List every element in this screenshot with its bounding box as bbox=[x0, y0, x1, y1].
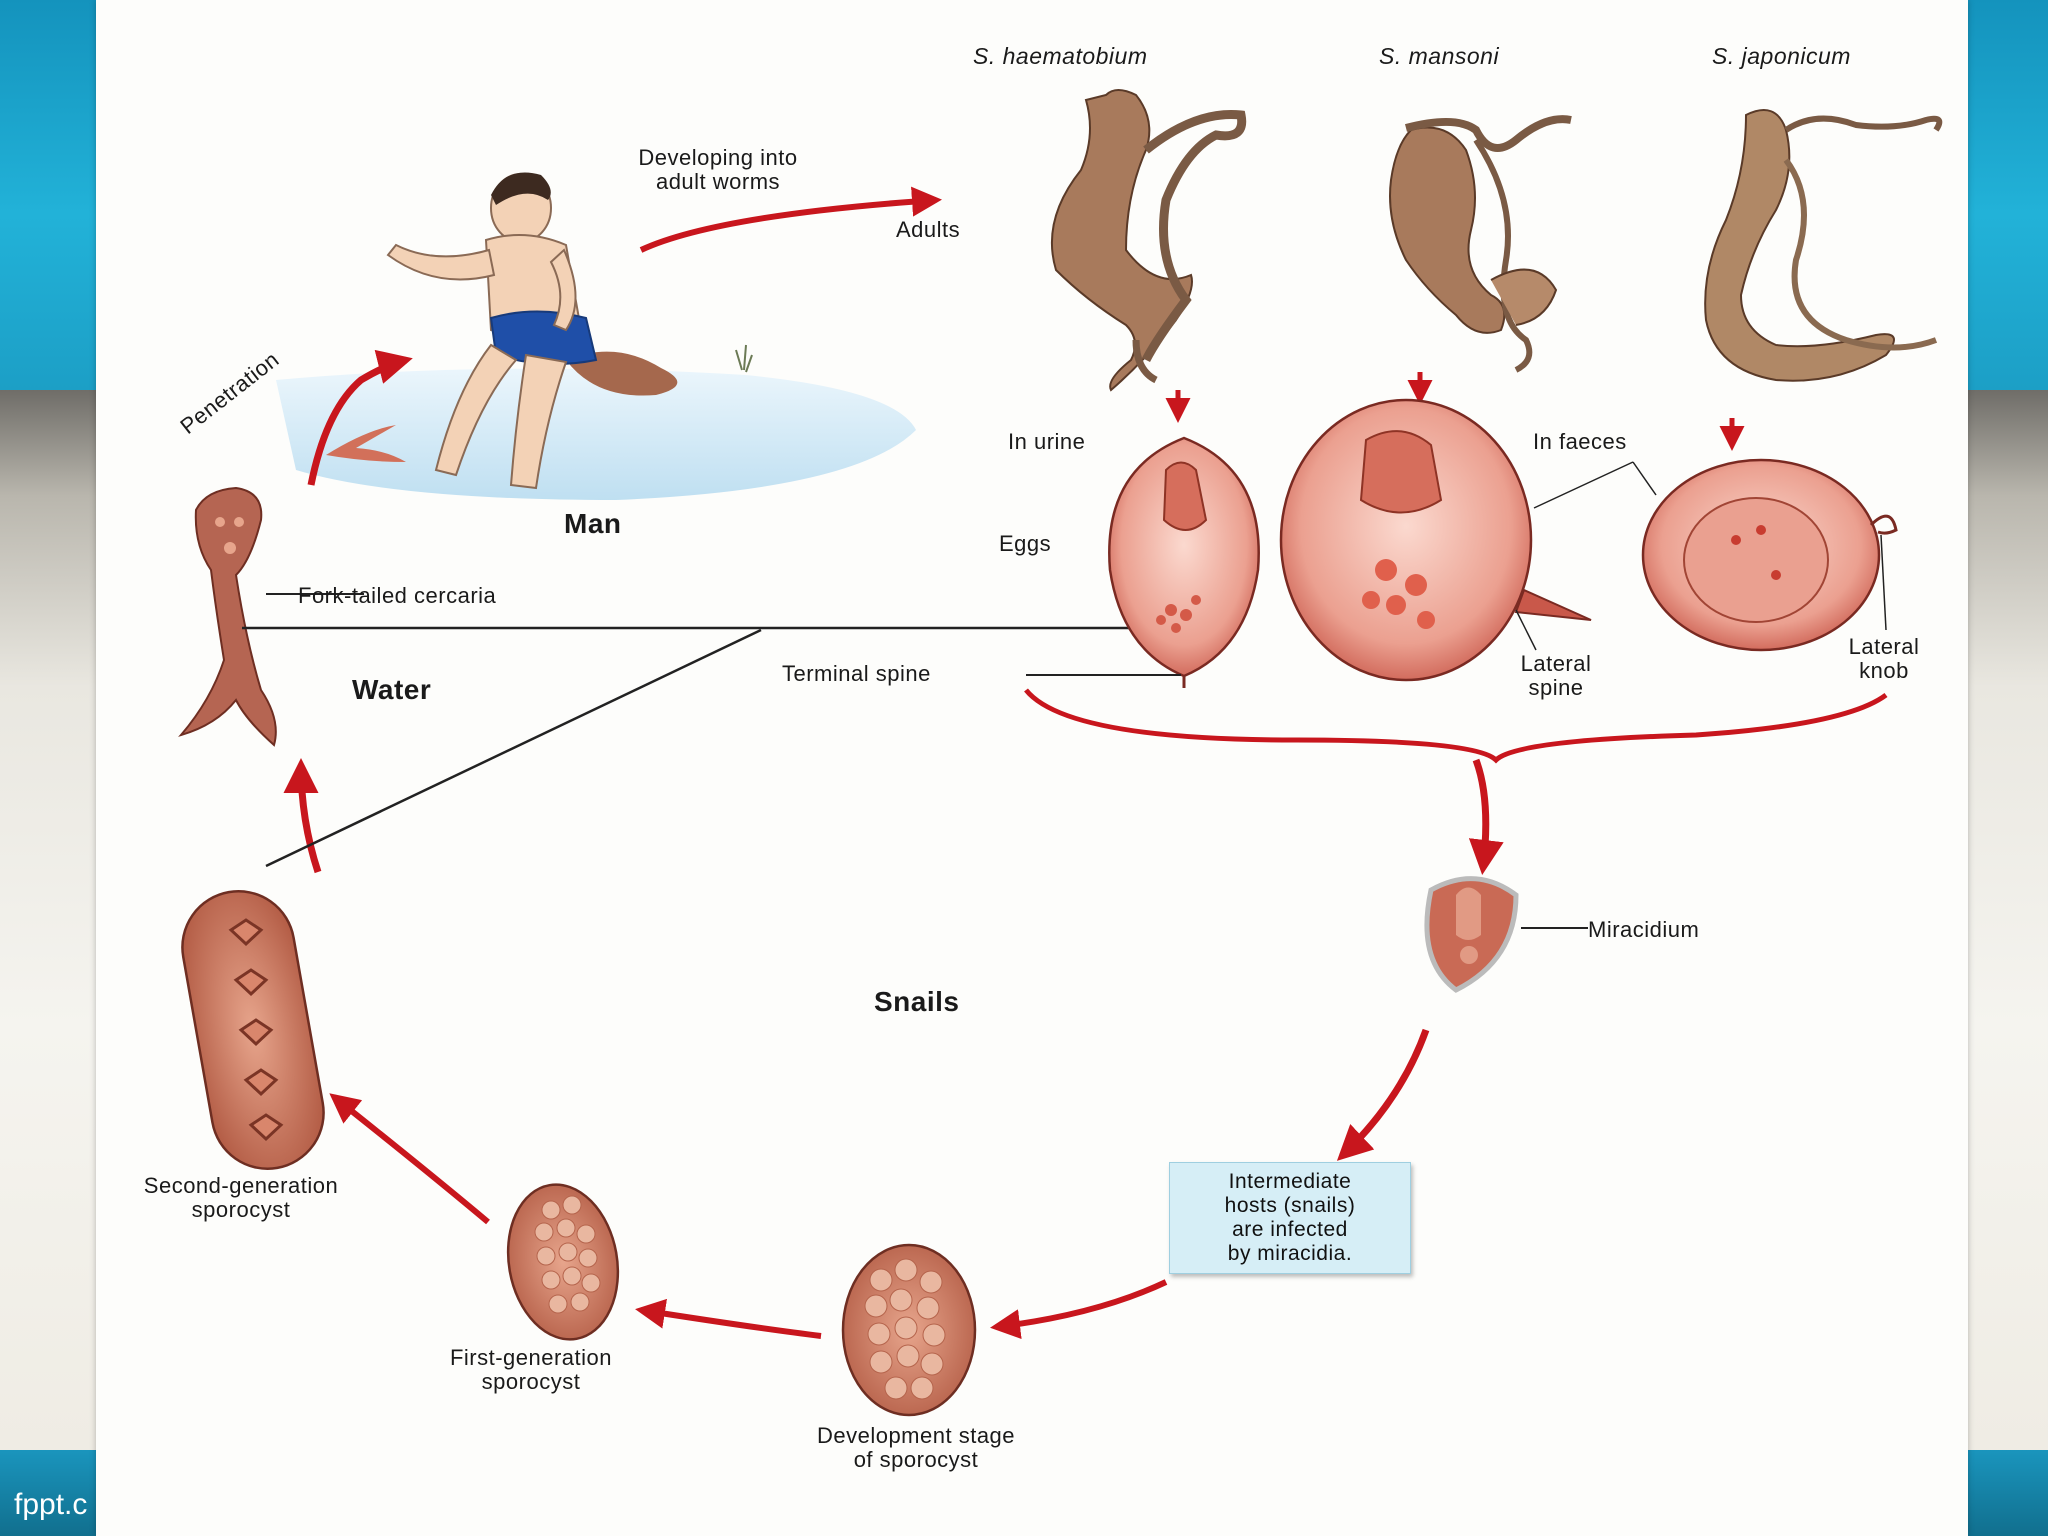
cercaria-penetrating bbox=[326, 425, 406, 462]
eggs-brace bbox=[1024, 688, 1888, 764]
snails-label: Snails bbox=[874, 986, 960, 1017]
in-urine-label: In urine bbox=[1008, 429, 1086, 454]
in-faeces-label: In faeces bbox=[1533, 429, 1627, 454]
developing-label: Developing into adult worms bbox=[638, 145, 798, 194]
arrow-to-second-generation bbox=[329, 1093, 490, 1225]
in-faeces-pointer-left bbox=[1533, 461, 1634, 509]
second-sporocyst-label: Second-generation sporocyst bbox=[143, 1173, 339, 1222]
miracidium-drawing bbox=[1424, 876, 1519, 993]
intermediate-hosts-box: Intermediate hosts (snails) are infected… bbox=[1169, 1162, 1411, 1274]
adult-worm-haematobium bbox=[1050, 89, 1247, 392]
arrow-to-development-stage bbox=[990, 1279, 1168, 1340]
species-label-japonicum: S. japonicum bbox=[1712, 43, 1851, 69]
cercaria-label: Fork-tailed cercaria bbox=[298, 583, 497, 608]
man-label: Man bbox=[564, 508, 622, 539]
egg-haematobium bbox=[1108, 436, 1260, 688]
arrow-to-first-generation bbox=[635, 1298, 822, 1339]
lateral-knob-pointer bbox=[1880, 534, 1887, 631]
in-faeces-pointer-right bbox=[1632, 461, 1657, 496]
first-sporocyst-label: First-generation sporocyst bbox=[449, 1345, 613, 1394]
species-label-haematobium: S. haematobium bbox=[973, 43, 1148, 69]
lifecycle-diagram bbox=[178, 89, 1943, 1417]
lateral-spine-pointer bbox=[1515, 609, 1537, 651]
second-generation-sporocyst-drawing bbox=[181, 890, 325, 1170]
adults-label: Adults bbox=[896, 217, 961, 242]
development-stage-sporocyst-drawing bbox=[841, 1243, 977, 1417]
lateral-knob-label: Lateral knob bbox=[1848, 634, 1920, 683]
arrow-penetration bbox=[307, 349, 413, 486]
eggs-label: Eggs bbox=[999, 531, 1052, 556]
arrow-to-miracidium bbox=[1468, 758, 1504, 875]
water-label: Water bbox=[352, 674, 432, 705]
adult-worm-mansoni bbox=[1389, 115, 1572, 373]
water-divider-diagonal bbox=[265, 628, 762, 868]
lateral-spine-label: Lateral spine bbox=[1520, 651, 1592, 700]
footer-text: fppt.c bbox=[14, 1488, 88, 1521]
terminal-spine-label: Terminal spine bbox=[782, 661, 931, 686]
arrow-to-intermediate-hosts bbox=[1336, 1028, 1430, 1161]
egg-mansoni bbox=[1279, 398, 1592, 682]
arrow-to-cercaria bbox=[283, 758, 322, 874]
adult-worm-japonicum bbox=[1704, 109, 1943, 382]
man-figure bbox=[386, 172, 753, 490]
first-generation-sporocyst-drawing bbox=[506, 1183, 620, 1341]
development-stage-label: Development stage of sporocyst bbox=[816, 1423, 1016, 1472]
miracidium-label: Miracidium bbox=[1588, 917, 1700, 942]
egg-japonicum bbox=[1641, 458, 1898, 652]
fork-tailed-cercaria-drawing bbox=[178, 486, 277, 747]
intermediate-hosts-text: Intermediate hosts (snails) are infected… bbox=[1224, 1170, 1356, 1265]
lifecycle-diagram-page: S. haematobium S. mansoni S. japonicum D… bbox=[96, 0, 1968, 1536]
species-label-mansoni: S. mansoni bbox=[1379, 43, 1500, 69]
arrow-to-adults bbox=[639, 186, 942, 253]
